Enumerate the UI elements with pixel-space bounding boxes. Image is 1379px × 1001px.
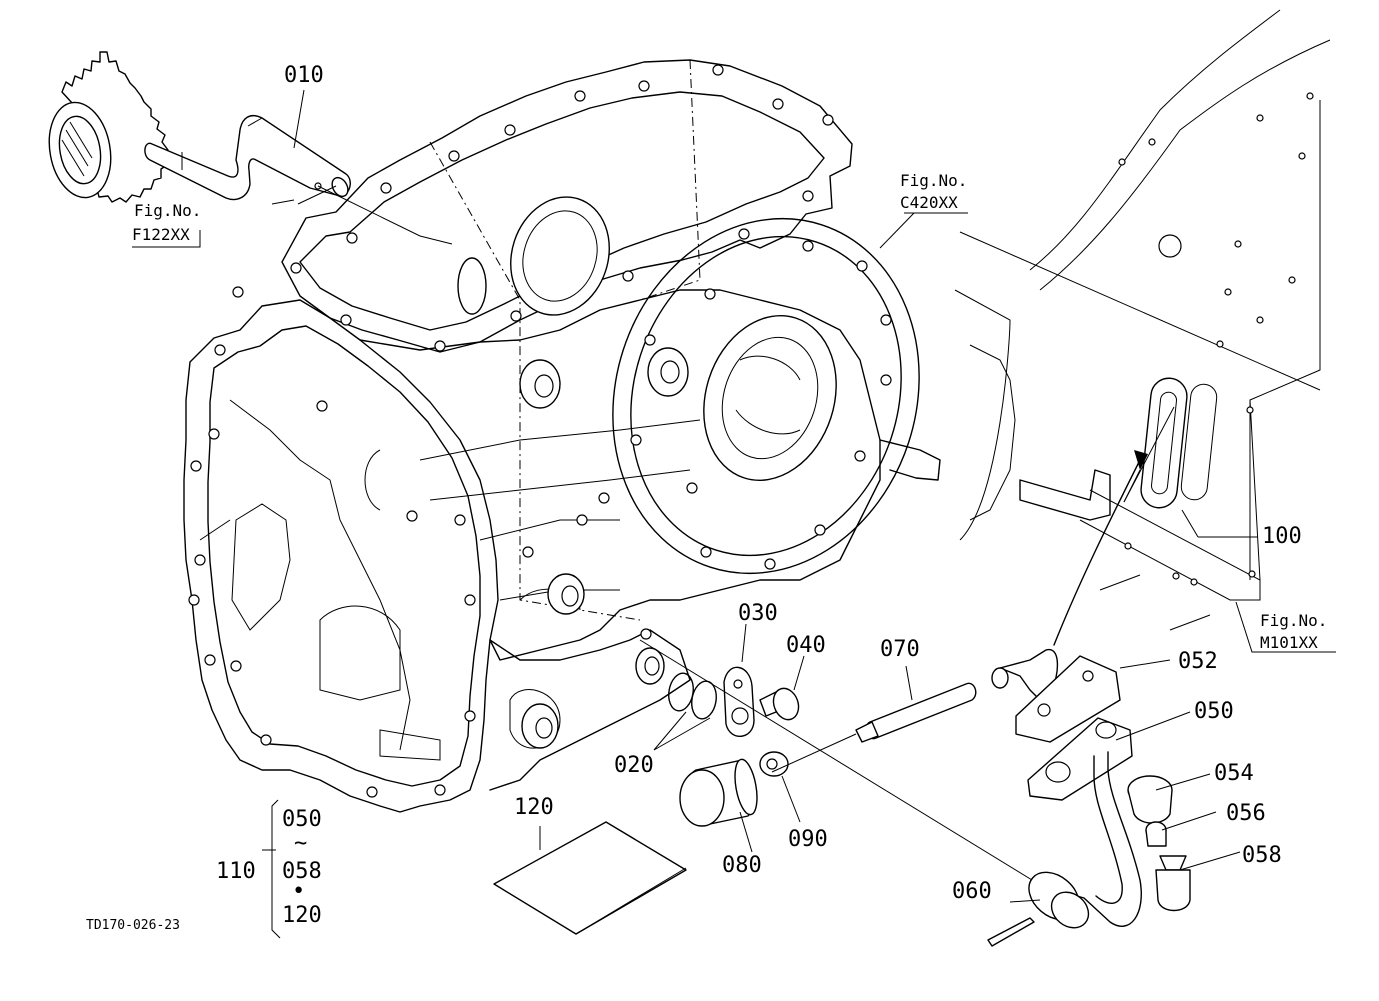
lever-assembly-illustration: [987, 649, 1191, 947]
gear-illustration: [48, 51, 169, 203]
sheet-120-illustration: [493, 821, 687, 935]
plate-030-illustration: [723, 666, 755, 737]
assembly-range-end: 058: [282, 859, 322, 884]
transmission-case-illustration: [183, 59, 941, 813]
part-label-070: 070: [880, 637, 920, 662]
fig-ref-code-m101xx: M101XX: [1260, 633, 1318, 652]
part-label-030: 030: [738, 601, 778, 626]
part-label-054: 054: [1214, 761, 1254, 786]
leader-lines: [262, 89, 1336, 939]
part-label-040: 040: [786, 633, 826, 658]
part-label-058: 058: [1242, 843, 1282, 868]
orings-020-illustration: [668, 672, 717, 720]
fig-ref-prefix-c420xx: Fig.No.: [900, 171, 967, 190]
assembly-range-start: 050: [282, 807, 322, 832]
nut-090-illustration: [759, 751, 789, 777]
fig-ref-prefix-f122xx: Fig.No.: [134, 201, 201, 220]
assembly-extra: 120: [282, 903, 322, 928]
housing-holes: [188, 64, 892, 798]
bolt-040-illustration: [759, 687, 800, 721]
part-label-080: 080: [722, 853, 762, 878]
part-label-056: 056: [1226, 801, 1266, 826]
right-panel-illustration: [954, 9, 1331, 631]
assembly-range-sep: ~: [294, 831, 307, 856]
part-label-060: 060: [952, 879, 992, 904]
fig-ref-code-f122xx: F122XX: [132, 225, 190, 244]
part-label-090: 090: [788, 827, 828, 852]
knob-080-illustration: [679, 758, 758, 827]
part-label-050: 050: [1194, 699, 1234, 724]
part-label-020: 020: [614, 753, 654, 778]
fig-ref-prefix-m101xx: Fig.No.: [1260, 611, 1327, 630]
fig-ref-code-c420xx: C420XX: [900, 193, 958, 212]
assembly-number: 110: [216, 859, 256, 884]
part-label-010: 010: [284, 63, 324, 88]
part-label-100: 100: [1262, 524, 1302, 549]
assembly-plus-sep: •: [292, 879, 305, 904]
part-label-120: 120: [514, 795, 554, 820]
drawing-code: TD170-026-23: [86, 918, 180, 933]
part-label-052: 052: [1178, 649, 1218, 674]
shaft-010-illustration: [144, 114, 351, 205]
rod-070-illustration: [855, 682, 977, 743]
